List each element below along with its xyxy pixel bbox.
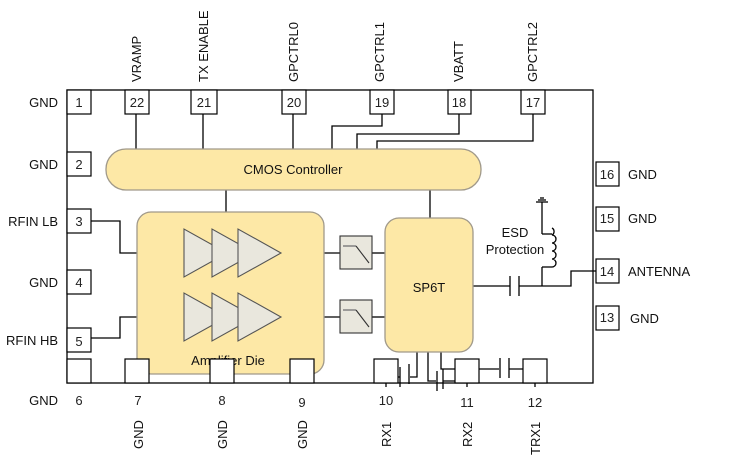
wire-rx2-a [427, 352, 436, 382]
pin-number: 8 [218, 393, 225, 408]
pin-number: 12 [528, 395, 542, 410]
pin-13: 13 GND [595, 305, 659, 331]
amplifier-icon [183, 292, 229, 342]
pin-number: 10 [379, 393, 393, 408]
lowpass-filter-hb [339, 299, 373, 334]
pin-label: GND [628, 211, 657, 226]
pin-number: 6 [75, 393, 82, 408]
pin-label: GND [215, 420, 230, 449]
wire-rx1-a [410, 352, 418, 378]
pin-number: 16 [600, 167, 614, 182]
pin-6: 6 GND [29, 358, 92, 408]
pin-number: 18 [452, 95, 466, 110]
esd-label-line1: ESD [502, 225, 529, 240]
pin-label: RFIN LB [8, 214, 58, 229]
pin-number: 5 [75, 334, 82, 349]
amplifier-icon [237, 228, 283, 278]
pin-label: GND [29, 393, 58, 408]
pin-label: GND [295, 420, 310, 449]
cmos-controller-block [105, 148, 482, 191]
wire-gpctrl2 [376, 112, 534, 149]
pin-label: RFIN HB [6, 333, 58, 348]
pin-number: 20 [287, 95, 301, 110]
amplifier-icon [183, 228, 229, 278]
pin-label: ANTENNA [628, 264, 690, 279]
pin-label: TX ENABLE [196, 10, 211, 82]
pin-number: 11 [460, 395, 474, 410]
pin-label: GPCTRL0 [286, 22, 301, 82]
amplifier-die-block [136, 211, 325, 375]
wire-cap-antenna [519, 270, 598, 287]
wire-vbatt [356, 112, 460, 149]
pin-15: 15 GND [595, 206, 657, 232]
amplifier-icon [237, 292, 283, 342]
pin-number: 17 [526, 95, 540, 110]
pin-label: GPCTRL1 [372, 22, 387, 82]
cmos-controller-label: CMOS Controller [244, 162, 344, 177]
pin-label: VRAMP [129, 36, 144, 82]
package-outline [66, 89, 594, 384]
sp6t-switch-label: SP6T [413, 280, 446, 295]
pin-number: 14 [600, 264, 614, 279]
pin-number: 21 [197, 95, 211, 110]
amplifier-icon [211, 292, 257, 342]
pin-2: 2 GND [29, 151, 92, 177]
pin-number: 2 [75, 157, 82, 172]
pin-number: 4 [75, 275, 82, 290]
pin-number: 13 [600, 310, 614, 325]
pin-4: 4 GND [29, 269, 92, 295]
pin-label: GND [628, 167, 657, 182]
pin-label: GPCTRL2 [525, 22, 540, 82]
sp6t-switch-block [384, 217, 474, 353]
pin-21: 21 TX ENABLE [190, 10, 218, 115]
pin-number: 19 [375, 95, 389, 110]
pin-label: GND [131, 420, 146, 449]
pin-number: 1 [75, 95, 82, 110]
amplifier-icon [211, 228, 257, 278]
esd-label-line2: Protection [486, 242, 545, 257]
pin-5: 5 RFIN HB [6, 327, 92, 353]
pin-label: TRX1 [528, 422, 543, 455]
pin-10: 10 RX1 [373, 358, 399, 447]
pin-8: 8 GND [209, 358, 235, 449]
pin-number: 9 [298, 395, 305, 410]
pin-label: VBATT [451, 41, 466, 82]
pin-7: 7 GND [124, 358, 150, 449]
pin-label: RX2 [460, 422, 475, 447]
pin-17: 17 GPCTRL2 [520, 22, 546, 115]
pin-1: 1 GND [29, 89, 92, 115]
pin-label: GND [630, 311, 659, 326]
pin-label: GND [29, 95, 58, 110]
pin-9: 9 GND [289, 358, 315, 449]
pin-number: 7 [134, 393, 141, 408]
esd-inductor-coil [549, 227, 557, 268]
amplifier-chain-hb [183, 292, 283, 342]
pin-19: 19 GPCTRL1 [369, 22, 395, 115]
ground-icon [536, 197, 548, 203]
pin-number: 22 [130, 95, 144, 110]
pin-11: 11 RX2 [454, 358, 480, 447]
pin-number: 3 [75, 214, 82, 229]
pin-20: 20 GPCTRL0 [281, 22, 307, 115]
pin-12: 12 TRX1 [522, 358, 548, 455]
pin-18: 18 VBATT [447, 41, 472, 115]
pin-label: GND [29, 157, 58, 172]
pin-14: 14 ANTENNA [595, 258, 690, 284]
wire-trx1-a [440, 352, 499, 370]
wire-gpctrl1 [331, 112, 383, 149]
lowpass-filter-lb [339, 235, 373, 270]
pin-label: GND [29, 275, 58, 290]
pin-3: 3 RFIN LB [8, 208, 92, 234]
pin-number: 15 [600, 211, 614, 226]
pin-16: 16 GND [595, 161, 657, 187]
pin-22: 22 VRAMP [124, 36, 150, 115]
pin-label: RX1 [379, 422, 394, 447]
amplifier-chain-lb [183, 228, 283, 278]
